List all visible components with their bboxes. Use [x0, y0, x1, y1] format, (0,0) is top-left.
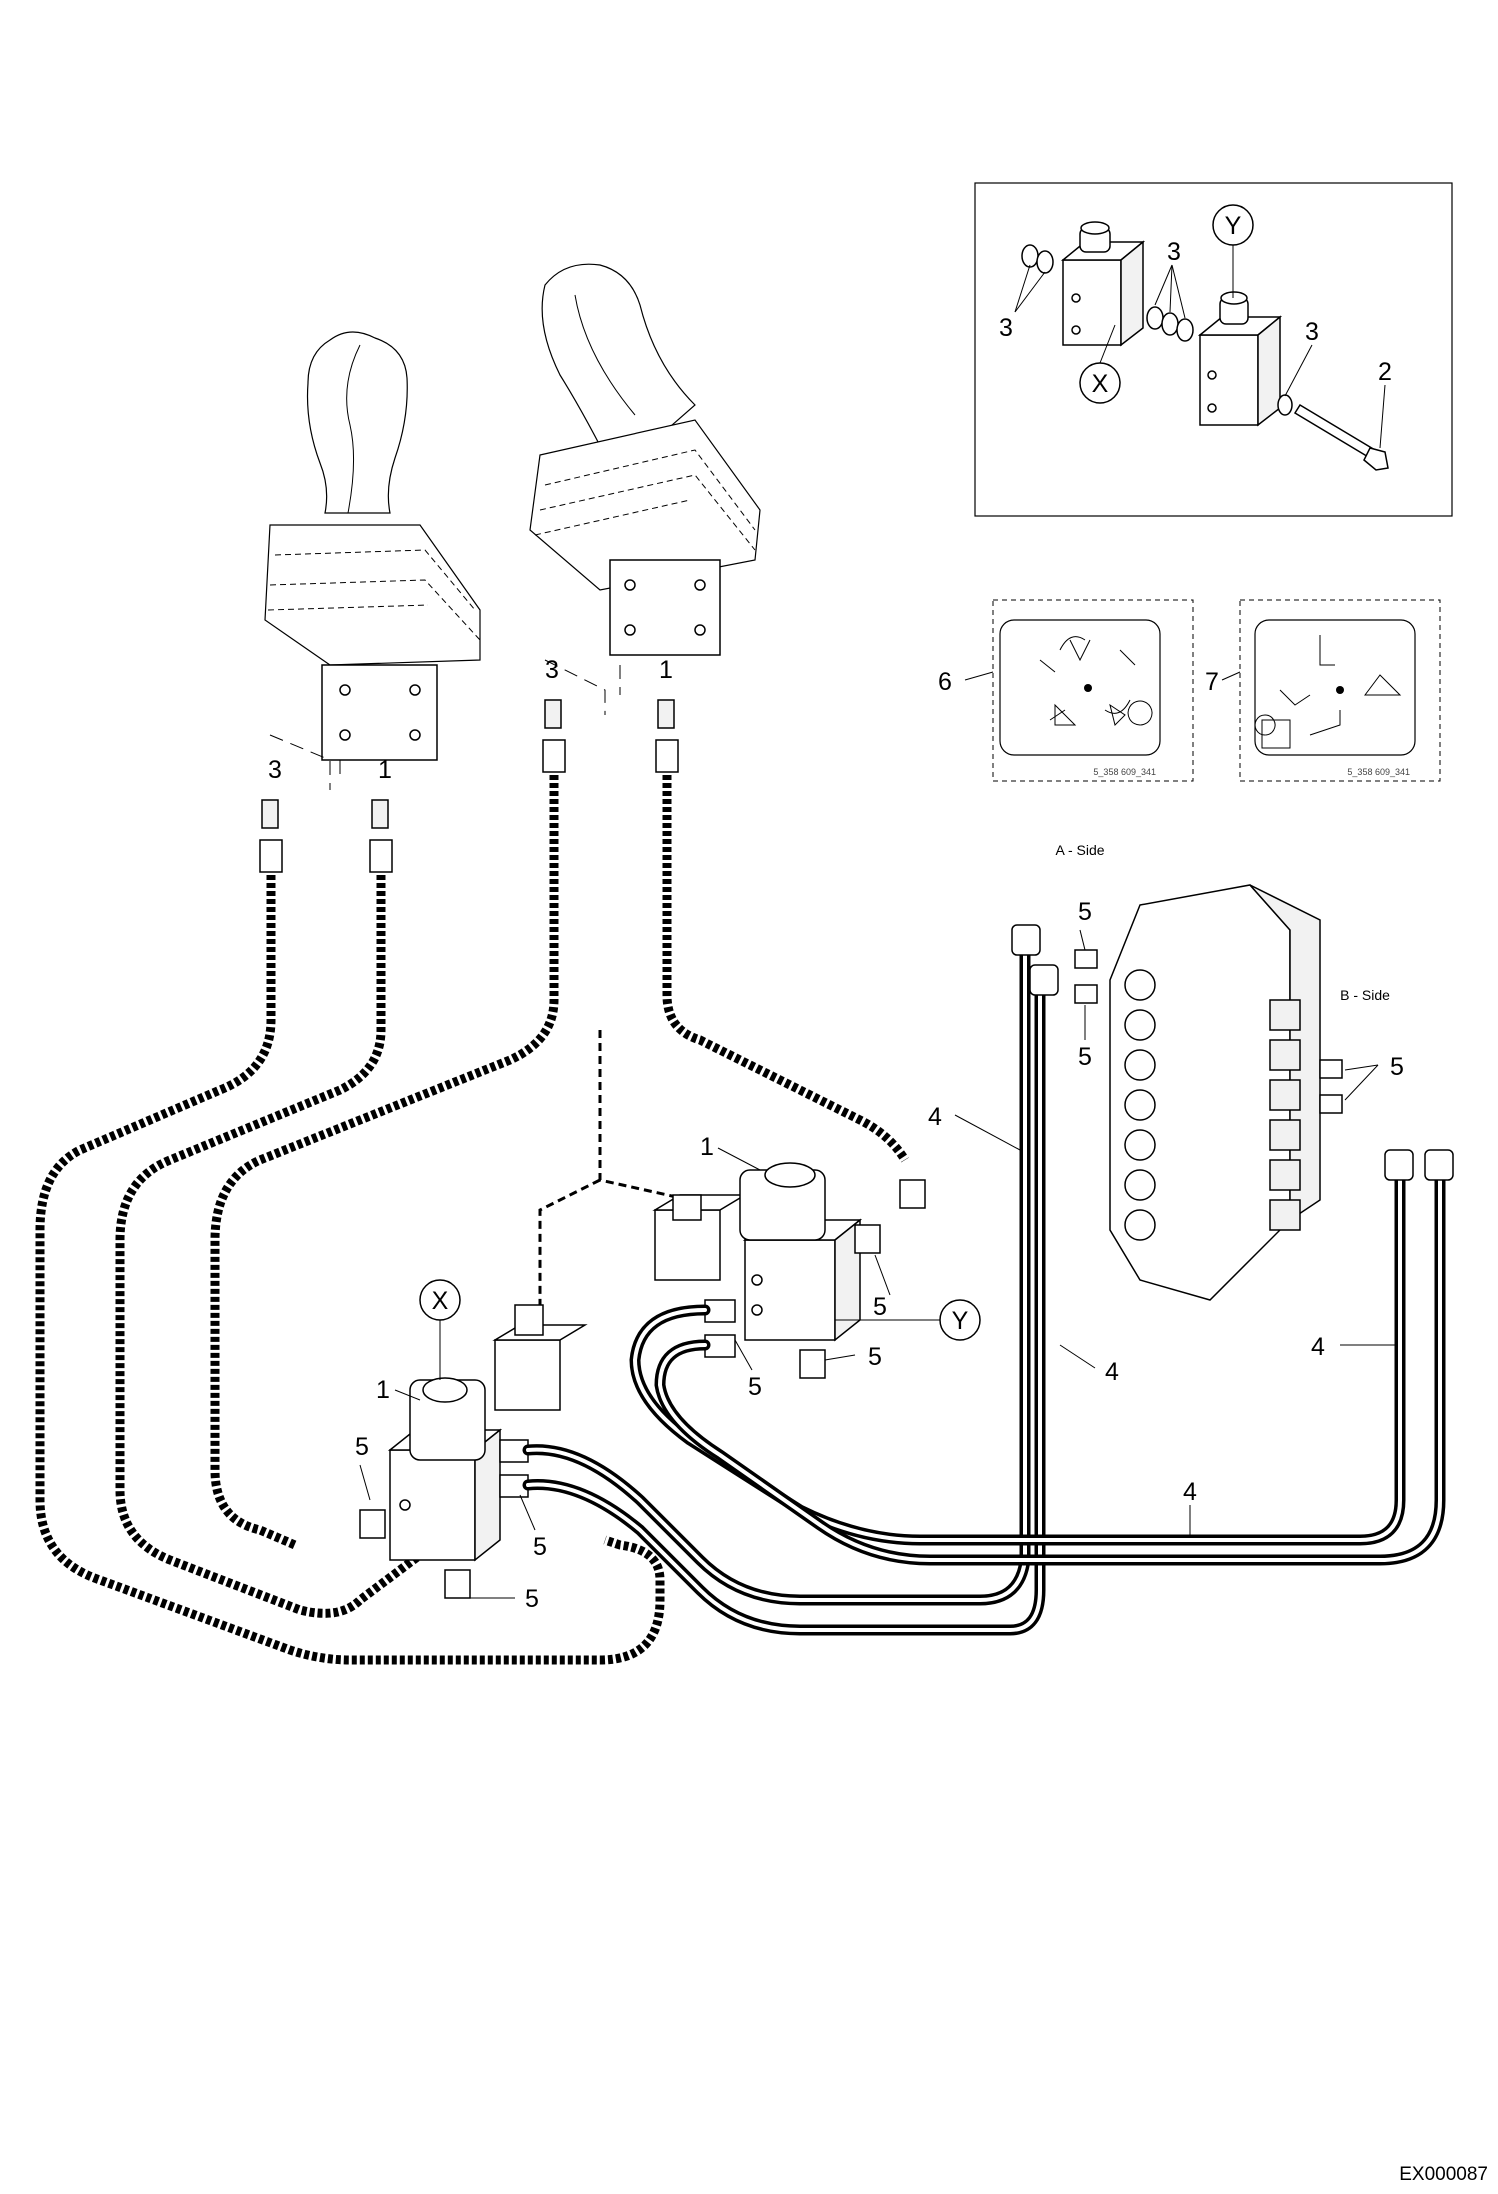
decal-7-number: 5_358 609_341: [1347, 767, 1410, 777]
valve-block-x-detail: [1060, 221, 1146, 347]
callout-3: 3: [545, 656, 559, 684]
callout-y: Y: [1225, 212, 1242, 240]
bolt: [1293, 403, 1389, 471]
callout-3: 3: [1305, 318, 1319, 346]
callout-5: 5: [1078, 1043, 1092, 1071]
left-joystick: [264, 331, 481, 761]
callout-5: 5: [533, 1533, 547, 1561]
callout-3: 3: [268, 756, 282, 784]
spool-caps: [1124, 969, 1156, 1241]
callout-1: 1: [659, 656, 673, 684]
pilot-hose: [662, 775, 909, 1163]
b-side-springs: [1269, 999, 1301, 1231]
callout-y-circle: [939, 1299, 981, 1341]
callout-5: 5: [868, 1343, 882, 1371]
valve-port-fittings: [1074, 949, 1343, 1114]
b-side-label: B - Side: [1340, 987, 1390, 1003]
o-ring: [1161, 312, 1179, 336]
callout-y-circle: [1212, 204, 1254, 246]
dashed-hose: [538, 1178, 601, 1310]
solenoid-valve-y: [739, 1162, 863, 1342]
callout-3: 3: [999, 314, 1013, 342]
pilot-hose: [210, 775, 559, 1550]
callout-4: 4: [1311, 1333, 1325, 1361]
detail-inset: 3 3 3 2 X Y: [974, 182, 1453, 517]
callout-5: 5: [525, 1585, 539, 1613]
callout-7: 7: [1205, 668, 1219, 696]
callout-x-circle: [1079, 362, 1121, 404]
callout-5: 5: [1390, 1053, 1404, 1081]
o-ring: [1146, 306, 1164, 330]
center-dot-icon: [1336, 686, 1344, 694]
excavator-motion-icons: [1039, 636, 1153, 726]
pilot-hose: [115, 875, 423, 1618]
callout-5: 5: [1078, 898, 1092, 926]
elbow-fittings: [1011, 924, 1454, 1181]
callout-x: X: [432, 1287, 449, 1315]
pressure-switch-lower: [492, 1304, 588, 1411]
callout-4: 4: [1105, 1358, 1119, 1386]
callout-1: 1: [376, 1376, 390, 1404]
drawing-id: EX000087: [1399, 2164, 1488, 2185]
right-joystick: [529, 263, 761, 656]
pilot-hose: [35, 875, 665, 1665]
valve-block-y-detail: [1197, 291, 1283, 427]
o-ring: [1021, 244, 1039, 268]
callout-1: 1: [700, 1133, 714, 1161]
pressure-switch-upper: [652, 1194, 748, 1281]
valve-fittings: [359, 1179, 926, 1599]
o-ring: [1176, 318, 1194, 342]
main-hoses: [522, 944, 1446, 1636]
center-dot-icon: [1084, 684, 1092, 692]
decal-6-number: 5_358 609_341: [1093, 767, 1156, 777]
callout-3: 3: [1167, 238, 1181, 266]
callout-5: 5: [748, 1373, 762, 1401]
joystick-fittings: [259, 699, 679, 873]
decal-6: 5_358 609_341 6: [938, 599, 1194, 782]
callout-6: 6: [938, 668, 952, 696]
callout-2: 2: [1378, 358, 1392, 386]
callout-x: X: [1092, 370, 1109, 398]
excavator-motion-icons: [1254, 635, 1402, 736]
pilot-hoses: [35, 775, 909, 1665]
callout-5: 5: [873, 1293, 887, 1321]
o-ring: [1277, 394, 1293, 416]
callout-4: 4: [1183, 1478, 1197, 1506]
callout-1: 1: [378, 756, 392, 784]
callout-5: 5: [355, 1433, 369, 1461]
callout-x-circle: [419, 1279, 461, 1321]
decal-7: 5_358 609_341 7: [1205, 599, 1441, 782]
callout-4: 4: [928, 1103, 942, 1131]
a-side-label: A - Side: [1055, 842, 1104, 858]
main-control-valve: [1109, 884, 1321, 1301]
o-ring: [1036, 250, 1054, 274]
solenoid-valve-x: [387, 1377, 503, 1562]
callout-y: Y: [952, 1307, 969, 1335]
